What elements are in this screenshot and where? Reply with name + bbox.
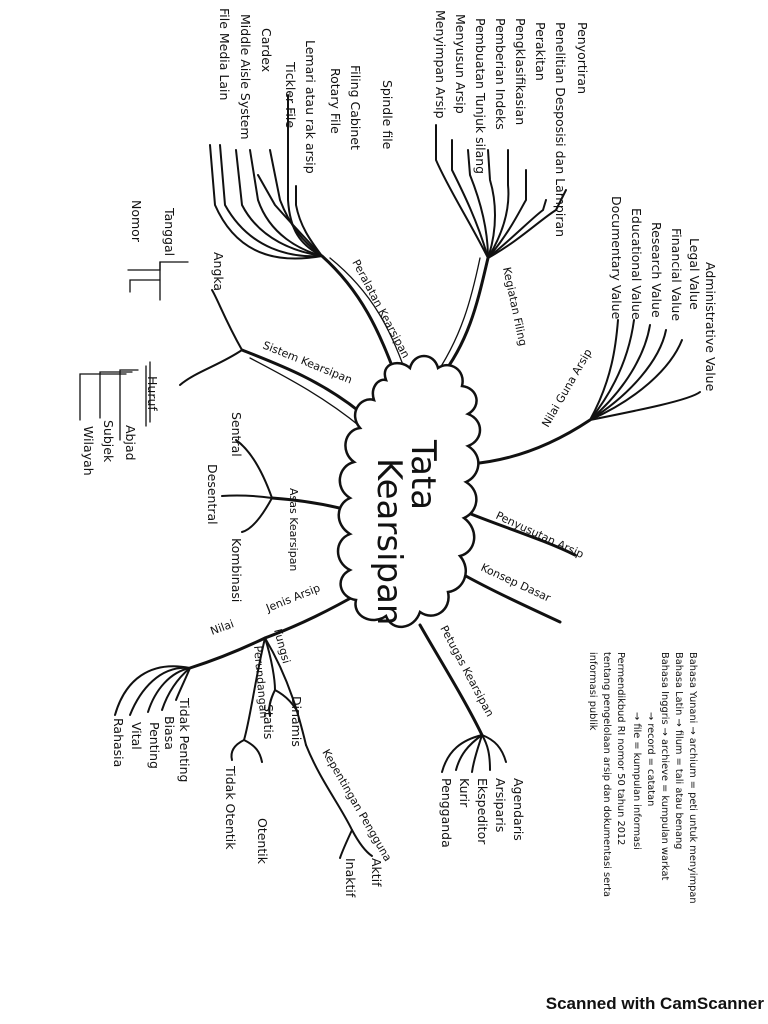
sistem-huruf-label: Huruf [145,376,160,411]
label-asas: Asas Kearsipan [287,488,300,571]
jenis-perundangan-item: Otentik [255,818,270,865]
kegiatan-item: Pengklasifikasian [513,18,528,125]
jenis-nilai-item: Biasa [162,716,177,750]
center-title-line1: Tata [403,439,443,510]
label-peralatan: Peralatan Kearsipan [349,257,412,360]
nilai-guna-item: Administrative Value [703,262,718,392]
label-konsep: Konsep Dasar [479,561,553,605]
jenis-fungsi-item: Dinamis [289,696,304,747]
nilai-guna-item: Legal Value [687,238,702,310]
kegiatan-item: Menyimpan Arsip [433,10,448,119]
label-nilai-guna: Nilai Guna Arsip [539,347,594,430]
kegiatan-item: Pembuatan Tunjuk silang [473,18,488,174]
label-jenis: Jenis Arsip [263,581,322,615]
peralatan-items: Spindle file Filing Cabinet Rotary File … [217,8,395,174]
nilai-guna-items: Administrative Value Legal Value Financi… [609,196,718,392]
kegiatan-items: Penyortiran Penelitian Desposisi dan Lam… [433,10,590,237]
konsep-note: Bahasa Inggris → archieve = kumpulan war… [659,652,670,881]
jenis-fungsi-item: Statis [261,704,276,739]
konsep-notes: Bahasa Yunani → archium = peti untuk men… [587,652,698,904]
asas-item: Sentral [229,412,244,457]
nilai-guna-item: Research Value [649,222,664,318]
jenis-kepentingan-item: Aktif [369,858,384,887]
scanner-watermark: Scanned with CamScanner [545,994,764,1013]
petugas-item: Kurir [457,778,472,808]
sistem-angka-item: Tanggal [162,207,177,256]
branch-kegiatan: Kegiatan Filing Penyortiran Penelitian D… [433,10,590,347]
asas-item: Kombinasi [229,538,244,602]
center-title-line2: Kearsipan [369,458,409,625]
label-kegiatan: Kegiatan Filing [500,266,529,347]
konsep-note: informasi publik [587,652,598,731]
jenis-nilai-item: Tidak Penting [177,697,192,782]
nilai-guna-item: Financial Value [669,228,684,321]
jenis-nilai-item: Rahasia [111,718,126,767]
branch-asas: Asas Kearsipan Sentral Desentral Kombina… [205,412,300,602]
konsep-note: tentang pengelolaan arsip dan dokumentas… [601,652,612,897]
peralatan-item: Middle Aisle System [238,14,253,140]
jenis-perundangan-item: Tidak Otentik [223,765,238,850]
branch-peralatan: Peralatan Kearsipan Spindle file Filing … [209,8,412,360]
peralatan-item: Spindle file [380,80,395,150]
konsep-note: Permendikbud RI nomor 50 tahun 2012 [615,652,626,845]
konsep-note: Bahasa Latin → filum = tali atau benang [673,652,684,849]
branch-konsep: Konsep Dasar Bahasa Yunani → archium = p… [479,561,698,904]
branch-penyusutan: Penyusutan Arsip [494,509,586,561]
konsep-note: → record = catatan [645,712,656,806]
central-cloud: Tata Kearsipan [336,354,482,628]
peralatan-item: Tickler File [283,61,298,128]
kegiatan-item: Penelitian Desposisi dan Lampiran [553,22,568,237]
sistem-angka-item: Nomor [129,200,144,243]
nilai-guna-item: Educational Value [629,208,644,320]
jenis-kepentingan-label: Kepentingan Pengguna [319,747,394,864]
peralatan-item: Filing Cabinet [348,65,363,150]
label-penyusutan: Penyusutan Arsip [494,509,586,561]
kegiatan-item: Menyusun Arsip [453,14,468,114]
kegiatan-item: Perakitan [533,22,548,81]
sistem-huruf-item: Subjek [101,420,116,463]
branch-petugas: Petugas Kearsipan Agendaris Arsiparis Ek… [437,623,526,847]
jenis-nilai-item: Vital [129,722,144,750]
petugas-item: Arsiparis [493,778,508,832]
petugas-item: Pengganda [439,778,454,848]
jenis-fungsi-label: Fungsi [271,627,293,665]
peralatan-item: File Media Lain [217,8,232,100]
kegiatan-item: Pemberian Indeks [493,18,508,130]
petugas-item: Ekspeditor [475,778,490,845]
jenis-nilai-label: Nilai [209,617,236,637]
petugas-item: Agendaris [511,778,526,841]
konsep-note: → file = kumpulan informasi [631,712,642,850]
jenis-perundangan-label: Perundangan [251,645,270,719]
branch-sistem: Sistem Kearsipan Angka Tanggal Nomor Hur… [79,200,354,476]
konsep-note: Bahasa Yunani → archium = peti untuk men… [687,652,698,904]
jenis-kepentingan-item: Inaktif [343,858,358,898]
sistem-angka-label: Angka [211,252,226,291]
peralatan-item: Cardex [259,28,274,72]
jenis-nilai-item: Penting [147,722,162,769]
sistem-huruf-item: Wilayah [81,426,96,476]
branch-jenis: Jenis Arsip Nilai Tidak Penting Biasa Pe… [111,581,394,898]
nilai-guna-item: Documentary Value [609,196,624,320]
sistem-huruf-item: Abjad [123,425,138,461]
kegiatan-item: Penyortiran [575,22,590,94]
mind-map-diagram: Tata Kearsipan Peralatan Kearsipan Spind… [79,8,718,904]
peralatan-item: Lemari atau rak arsip [303,40,318,174]
peralatan-item: Rotary File [328,68,343,134]
asas-item: Desentral [205,464,220,525]
